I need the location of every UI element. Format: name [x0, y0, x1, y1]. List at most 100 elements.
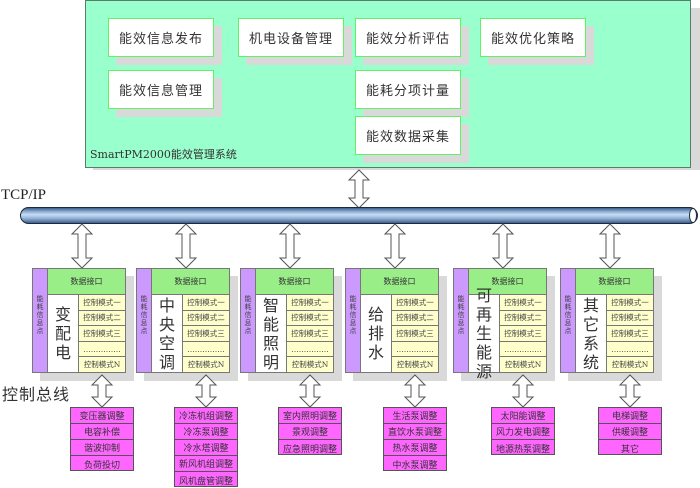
control-item[interactable]: 负荷投切 [83, 460, 120, 471]
control-mode[interactable]: 控制模式二 [183, 310, 229, 327]
control-item[interactable]: 地源热泵调整 [495, 444, 550, 455]
control-mode[interactable]: …………… [500, 341, 546, 358]
side-label-char: 耗 [36, 303, 44, 311]
module-analysis[interactable]: 能效分析评估 [355, 18, 461, 57]
module-metering[interactable]: 能耗分项计量 [355, 70, 461, 109]
control-item[interactable]: 景观调整 [279, 424, 341, 440]
control-mode[interactable]: 控制模式N [183, 357, 229, 372]
control-mode[interactable]: …………… [79, 341, 125, 358]
control-mode[interactable]: …………… [287, 341, 333, 358]
subsystem-card[interactable]: 能耗信息点数据接口给排水控制模式一控制模式二控制模式三……………控制模式N [345, 268, 439, 373]
control-item[interactable]: 供暖调整 [599, 424, 661, 440]
control-mode[interactable]: 控制模式一 [79, 295, 125, 311]
control-item[interactable]: 冷冻泵调整 [175, 424, 237, 440]
bus-end-cap [689, 208, 697, 223]
side-label-char: 能 [36, 295, 44, 303]
control-mode[interactable]: 控制模式N [392, 357, 438, 372]
control-item[interactable]: 电容补偿 [71, 424, 133, 440]
side-label-char: 息 [140, 319, 148, 327]
control-item[interactable]: 中水泵调整 [392, 460, 438, 471]
control-modes: 控制模式一控制模式二控制模式三……………控制模式N [500, 295, 546, 372]
control-mode[interactable]: 控制模式三 [287, 326, 333, 342]
side-label-char: 信 [349, 311, 357, 319]
module-collection[interactable]: 能效数据采集 [355, 116, 461, 155]
subsystem-name-char: 能 [475, 343, 492, 362]
module-device[interactable]: 机电设备管理 [238, 18, 344, 57]
side-label-char: 息 [244, 319, 252, 327]
control-mode[interactable]: 控制模式一 [392, 295, 438, 311]
bidirectional-arrow-icon [511, 374, 535, 408]
control-mode[interactable]: 控制模式二 [500, 310, 546, 327]
control-item[interactable]: 热水泵调整 [384, 440, 446, 456]
control-list: 太阳能调整风力发电调整地源热泵调整 [491, 407, 555, 455]
subsystem-name-char: 源 [475, 362, 492, 381]
side-label-char: 信 [36, 311, 44, 319]
control-mode[interactable]: 控制模式一 [183, 295, 229, 311]
control-mode[interactable]: 控制模式三 [79, 326, 125, 342]
control-mode[interactable]: 控制模式N [287, 357, 333, 372]
subsystem-name-char: 再 [475, 305, 492, 324]
subsystem-name: 中央空调 [152, 295, 183, 372]
subsystem-name-char: 生 [475, 324, 492, 343]
side-label-char: 息 [564, 319, 572, 327]
subsystem-name: 可再生能源 [469, 286, 500, 381]
control-mode[interactable]: 控制模式二 [287, 310, 333, 327]
data-interface: 数据接口 [576, 269, 653, 295]
energy-info-point-label: 能耗信息点 [561, 269, 576, 372]
control-mode[interactable]: 控制模式三 [183, 326, 229, 342]
control-mode[interactable]: 控制模式一 [607, 295, 653, 311]
control-mode[interactable]: 控制模式三 [392, 326, 438, 342]
control-item[interactable]: 直饮水泵调整 [384, 424, 446, 440]
control-mode[interactable]: 控制模式二 [607, 310, 653, 327]
subsystem-name-char: 智 [262, 295, 279, 315]
control-item[interactable]: 谐波抑制 [71, 440, 133, 456]
control-item[interactable]: 冷水塔调整 [175, 440, 237, 456]
module-publish[interactable]: 能效信息发布 [108, 18, 214, 57]
subsystem-name: 给排水 [361, 295, 392, 372]
subsystem-name-char: 电 [54, 343, 71, 362]
control-item[interactable]: 室内照明调整 [279, 408, 341, 424]
control-item[interactable]: 风力发电调整 [492, 424, 554, 440]
subsystem-card[interactable]: 能耗信息点数据接口可再生能源控制模式一控制模式二控制模式三……………控制模式N [453, 268, 547, 381]
subsystem-name-char: 其 [582, 295, 599, 315]
control-item[interactable]: 风机盘管调整 [178, 476, 233, 487]
control-mode[interactable]: 控制模式二 [79, 310, 125, 327]
control-item[interactable]: 太阳能调整 [492, 408, 554, 424]
side-label-char: 息 [457, 319, 465, 327]
bidirectional-arrow-icon [403, 374, 427, 408]
subsystem-name-char: 水 [367, 343, 384, 362]
control-mode[interactable]: 控制模式N [607, 357, 653, 372]
control-item[interactable]: 其它 [620, 444, 639, 455]
bidirectional-arrow-icon [491, 223, 515, 269]
control-item[interactable]: 应急照明调整 [282, 444, 337, 455]
subsystem-name-char: 照 [262, 333, 279, 353]
control-list: 室内照明调整景观调整应急照明调整 [278, 407, 342, 455]
control-item[interactable]: 冷冻机组调整 [175, 408, 237, 424]
module-info-management[interactable]: 能效信息管理 [108, 70, 214, 109]
control-item[interactable]: 电梯调整 [599, 408, 661, 424]
control-list: 电梯调整供暖调整其它 [598, 407, 662, 455]
control-mode[interactable]: 控制模式一 [287, 295, 333, 311]
control-item[interactable]: 新风机组调整 [175, 456, 237, 472]
control-mode[interactable]: …………… [183, 341, 229, 358]
control-mode[interactable]: …………… [392, 341, 438, 358]
subsystem-card[interactable]: 能耗信息点数据接口中央空调控制模式一控制模式二控制模式三……………控制模式N [136, 268, 230, 373]
module-strategy[interactable]: 能效优化策略 [480, 18, 586, 57]
data-interface: 数据接口 [48, 269, 125, 295]
subsystem-card[interactable]: 能耗信息点数据接口变配电控制模式一控制模式二控制模式三……………控制模式N [32, 268, 126, 373]
control-item[interactable]: 生活泵调整 [384, 408, 446, 424]
data-interface: 数据接口 [256, 269, 333, 295]
subsystem-name-char: 明 [262, 352, 279, 372]
control-list: 生活泵调整直饮水泵调整热水泵调整中水泵调整 [383, 407, 447, 471]
subsystem-card[interactable]: 能耗信息点数据接口智能照明控制模式一控制模式二控制模式三……………控制模式N [240, 268, 334, 373]
control-mode[interactable]: 控制模式N [79, 357, 125, 372]
control-mode[interactable]: …………… [607, 341, 653, 358]
subsystem-name-char: 配 [54, 324, 71, 343]
control-mode[interactable]: 控制模式一 [500, 295, 546, 311]
control-item[interactable]: 变压器调整 [71, 408, 133, 424]
control-mode[interactable]: 控制模式三 [607, 326, 653, 342]
control-mode[interactable]: 控制模式三 [500, 326, 546, 342]
control-mode[interactable]: 控制模式N [500, 357, 546, 372]
subsystem-card[interactable]: 能耗信息点数据接口其它系统控制模式一控制模式二控制模式三……………控制模式N [560, 268, 654, 373]
control-mode[interactable]: 控制模式二 [392, 310, 438, 327]
